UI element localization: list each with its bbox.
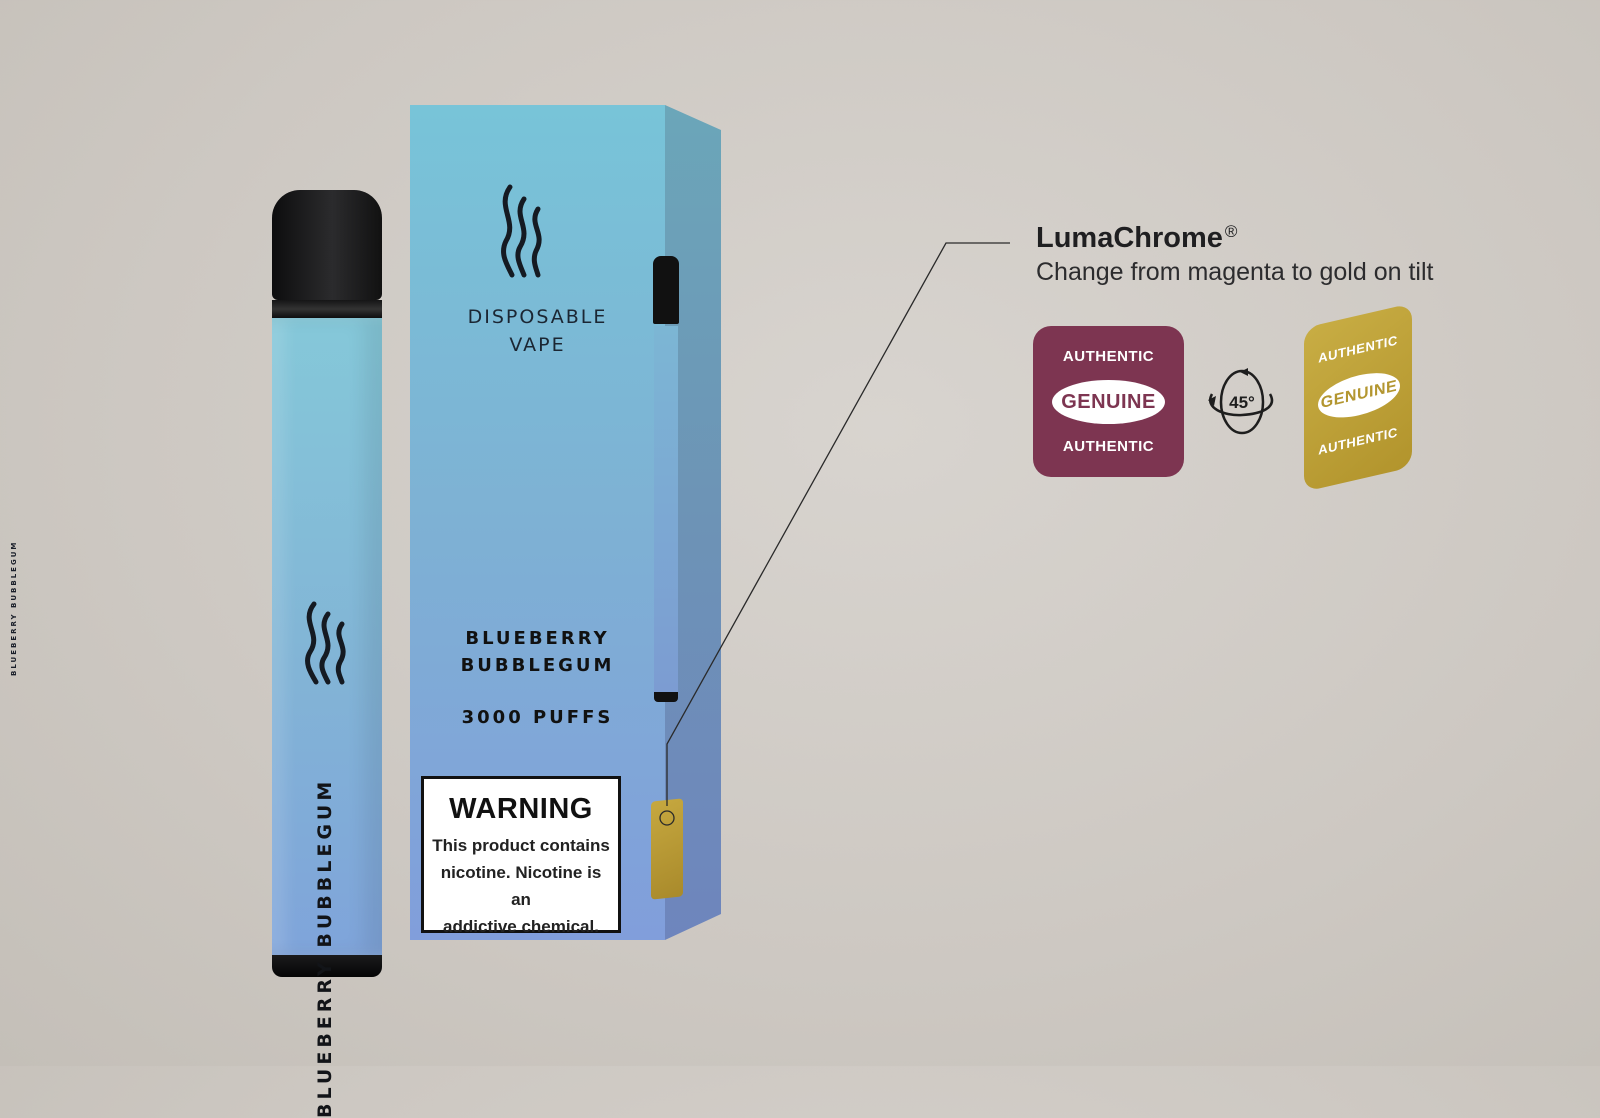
box-product-title: DISPOSABLE VAPE (410, 303, 665, 359)
mini-pen-foot (654, 692, 678, 702)
mini-pen-body (654, 326, 678, 692)
magenta-label: AUTHENTIC GENUINE AUTHENTIC (1033, 326, 1184, 477)
warning-title: WARNING (449, 793, 593, 825)
warning-line-3: addictive chemical. (443, 917, 599, 936)
box-side-pen-illustration (653, 256, 679, 702)
mini-pen-cap (653, 256, 679, 324)
registered-mark: ® (1224, 222, 1238, 241)
box-title-line-2: VAPE (509, 334, 566, 356)
pen-mouthpiece (272, 190, 382, 300)
warning-line-1: This product contains (432, 836, 610, 855)
gold-label-top: AUTHENTIC (1318, 332, 1398, 366)
vape-pen: BLUEBERRY BUBBLEGUM (272, 190, 382, 1118)
pen-bottom-cap (272, 955, 382, 977)
warning-body: This product contains nicotine. Nicotine… (424, 832, 618, 940)
nicotine-warning: WARNING This product contains nicotine. … (421, 776, 621, 936)
box-flavor: BLUEBERRY BUBBLEGUM (410, 625, 665, 679)
box-title-line-1: DISPOSABLE (467, 306, 608, 328)
product-scene: BLUEBERRY BUBBLEGUM DISPOSABLE VAPE BLUE… (10, 105, 1434, 1118)
brand-name: LumaChrome (1036, 222, 1223, 254)
callout-leader-line (659, 242, 1010, 826)
tilt-rotate-icon: 45° (1208, 368, 1274, 435)
lumachrome-tagline: Change from magenta to gold on tilt (1036, 258, 1434, 286)
gold-label-center: GENUINE (1318, 365, 1400, 425)
gold-label-bottom: AUTHENTIC (1318, 424, 1398, 458)
pen-ring (272, 300, 382, 318)
box-puff-count: 3000 PUFFS (461, 707, 614, 728)
magenta-label-bottom: AUTHENTIC (1062, 438, 1155, 455)
warning-line-2: nicotine. Nicotine is an (440, 863, 602, 909)
magenta-label-center: GENUINE (1052, 380, 1165, 424)
tilt-angle-text: 45° (1229, 393, 1255, 412)
smoke-logo-icon (305, 601, 346, 685)
box-flavor-line-1: BLUEBERRY (465, 628, 610, 649)
box-smoke-logo-icon (501, 184, 542, 278)
box-flavor-line-2: BUBBLEGUM (460, 655, 615, 676)
lumachrome-title: LumaChrome® (1036, 222, 1237, 255)
gold-label: AUTHENTIC GENUINE AUTHENTIC (1304, 303, 1412, 492)
magenta-label-top: AUTHENTIC (1062, 348, 1155, 365)
